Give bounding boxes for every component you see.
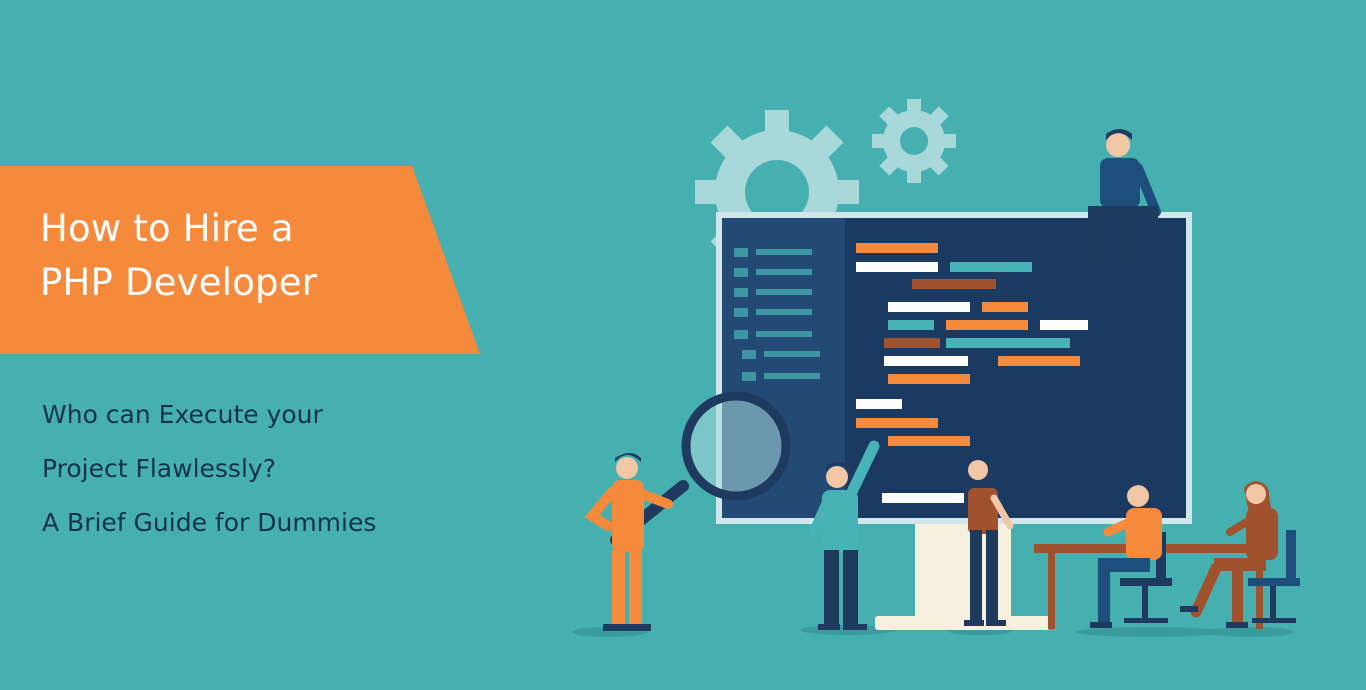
- subtitle-line-3: A Brief Guide for Dummies: [42, 508, 377, 537]
- file-tree: [734, 248, 820, 381]
- person-holding-magnifier: [584, 453, 673, 631]
- code-lines: [856, 243, 1088, 503]
- code-editor-icon: [716, 212, 1192, 524]
- title-line-2: PHP Developer: [40, 261, 318, 304]
- small-gear-icon: [872, 99, 956, 183]
- title-line-1: How to Hire a: [40, 207, 294, 250]
- title-banner: How to Hire a PHP Developer: [0, 166, 480, 354]
- person-sitting-on-monitor: [1088, 129, 1161, 268]
- person-pointing: [809, 440, 880, 630]
- banner-background: [0, 166, 480, 354]
- subtitle: Who can Execute your Project Flawlessly?…: [42, 388, 376, 550]
- man-sitting-at-desk: [1090, 482, 1172, 628]
- woman-sitting-at-desk: [1180, 481, 1300, 628]
- subtitle-line-2: Project Flawlessly?: [42, 454, 276, 483]
- magnifying-glass-icon: [610, 391, 791, 546]
- woman-standing: [964, 459, 1014, 626]
- monitor-stand: [875, 520, 1050, 630]
- subtitle-line-1: Who can Execute your: [42, 400, 323, 429]
- page-title: How to Hire a PHP Developer: [40, 202, 317, 310]
